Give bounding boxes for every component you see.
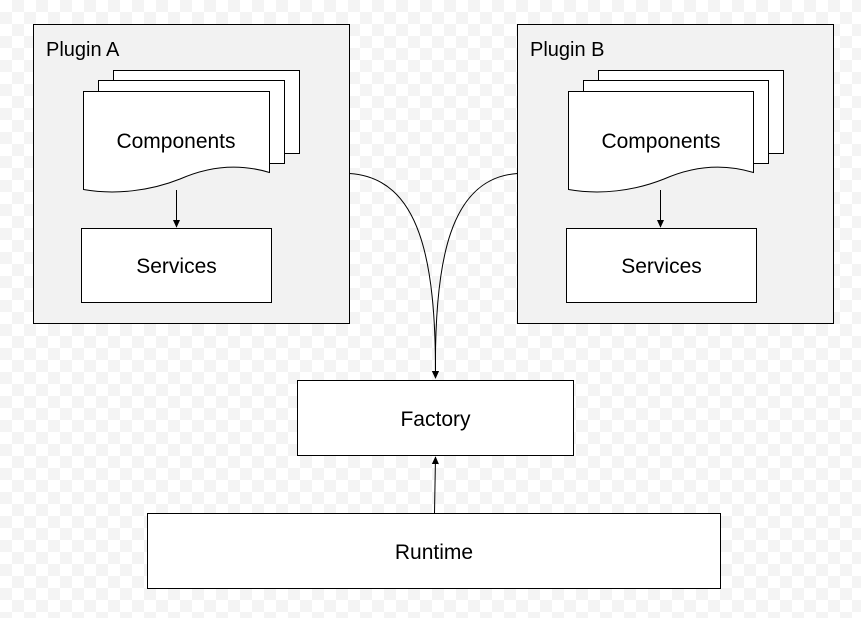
plugin-b-services-label: Services	[621, 255, 702, 278]
plugin-a-components-label: Components	[116, 130, 235, 153]
edge-plugin-b-to-factory	[431, 173, 518, 379]
plugin-a-components-node[interactable]: Components	[83, 70, 300, 193]
edge-runtime-to-factory	[431, 456, 439, 514]
runtime-label: Runtime	[395, 541, 473, 564]
plugin-b-title: Plugin B	[530, 39, 605, 61]
plugin-b-components-label: Components	[601, 130, 720, 153]
plugin-a-services-label: Services	[136, 255, 217, 278]
plugin-a-services-node[interactable]: Services	[81, 228, 272, 303]
plugin-b-services-node[interactable]: Services	[566, 228, 757, 303]
factory-node[interactable]: Factory	[297, 380, 574, 456]
plugin-a-title: Plugin A	[46, 39, 120, 61]
factory-label: Factory	[400, 408, 471, 431]
edge-plugin-a-to-factory	[349, 173, 440, 379]
plugin-b-components-node[interactable]: Components	[568, 70, 784, 193]
runtime-node[interactable]: Runtime	[147, 513, 721, 589]
